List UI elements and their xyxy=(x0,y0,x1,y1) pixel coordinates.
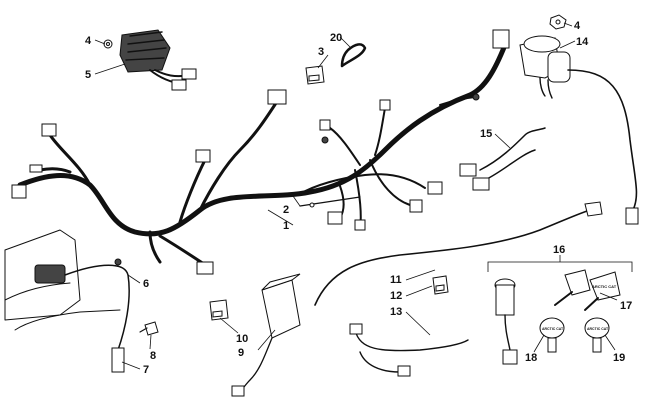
callout-13: 13 xyxy=(390,306,402,318)
cable-strap[interactable] xyxy=(340,43,367,68)
engine-mount-view xyxy=(4,229,121,331)
key-brand-label: ARCTIC CAT xyxy=(587,327,609,331)
extension-harness[interactable] xyxy=(314,201,603,377)
callout-4b: 4 xyxy=(574,20,581,32)
mounting-screw[interactable] xyxy=(139,321,159,336)
callout-6: 6 xyxy=(143,278,149,290)
callout-7: 7 xyxy=(143,364,149,376)
callout-10: 10 xyxy=(236,333,248,345)
key-19[interactable]: ARCTIC CAT xyxy=(584,317,610,353)
callout-8: 8 xyxy=(150,350,156,362)
key-18[interactable]: ARCTIC CAT xyxy=(539,317,565,353)
callout-17: 17 xyxy=(620,300,632,312)
nut[interactable] xyxy=(549,14,567,30)
key-brand-label: ARCTIC CAT xyxy=(542,327,564,331)
callout-18: 18 xyxy=(525,352,537,364)
relay[interactable] xyxy=(305,65,325,85)
callout-20: 20 xyxy=(330,32,342,44)
callout-3: 3 xyxy=(318,46,324,58)
callout-5: 5 xyxy=(85,69,91,81)
harness-fuse-link[interactable] xyxy=(299,196,361,208)
nut[interactable] xyxy=(103,39,113,49)
callout-16: 16 xyxy=(553,244,565,256)
relay-extension[interactable] xyxy=(432,275,449,295)
callout-2: 2 xyxy=(283,204,289,216)
callout-14: 14 xyxy=(576,36,589,48)
speed-sensor[interactable] xyxy=(64,258,130,373)
cdi-module[interactable] xyxy=(231,273,301,397)
ignition-switch[interactable] xyxy=(519,35,639,225)
callout-labels: 1 2 3 4 5 6 7 8 9 10 11 12 13 4 14 15 16… xyxy=(85,20,632,376)
callout-11: 11 xyxy=(390,274,402,286)
main-wiring-harness[interactable] xyxy=(11,29,510,275)
callout-4: 4 xyxy=(85,35,92,47)
callout-12: 12 xyxy=(390,290,402,302)
voltage-regulator[interactable] xyxy=(119,29,197,91)
callout-15: 15 xyxy=(480,128,492,140)
callout-19: 19 xyxy=(613,352,625,364)
leader-lines xyxy=(94,22,618,370)
relay-small[interactable] xyxy=(209,299,229,321)
callout-9: 9 xyxy=(238,347,244,359)
callout-1: 1 xyxy=(283,220,289,232)
key-brand-label: ARCTIC CAT xyxy=(592,284,617,289)
pigtail-harness[interactable] xyxy=(459,127,546,191)
ignition-cylinder[interactable] xyxy=(494,278,518,365)
key-17[interactable]: ARCTIC CAT xyxy=(554,269,621,311)
key-set-bracket xyxy=(487,255,633,272)
